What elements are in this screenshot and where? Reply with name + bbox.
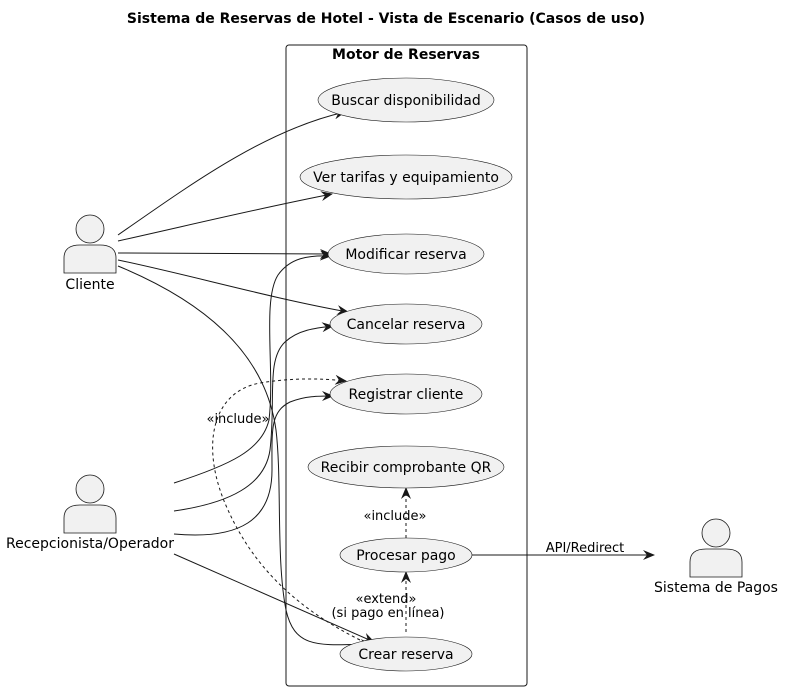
use-case-crear-label: Crear reserva: [358, 647, 453, 663]
system-boundary: [285, 44, 528, 687]
diagram-title: Sistema de Reservas de Hotel - Vista de …: [127, 11, 645, 27]
person-icon: [63, 474, 117, 534]
label-extend-condition: (si pago en línea): [331, 606, 444, 621]
use-case-modificar-label: Modificar reserva: [345, 247, 466, 263]
actor-cliente-label: Cliente: [65, 277, 114, 293]
label-extend-pago: «extend»: [356, 592, 417, 607]
use-case-buscar-label: Buscar disponibilidad: [331, 93, 480, 109]
actor-recepcionista-label: Recepcionista/Operador: [6, 536, 174, 552]
edge-cliente-buscar: [117, 109, 346, 236]
label-include-registrar: «include»: [206, 412, 269, 427]
use-case-qr-label: Recibir comprobante QR: [321, 460, 492, 476]
edge-cliente-tarifas: [117, 191, 333, 242]
edge-crear-include-registrar: [212, 374, 361, 641]
use-case-qr[interactable]: Recibir comprobante QR: [307, 445, 505, 489]
actor-recepcionista[interactable]: Recepcionista/Operador: [6, 474, 174, 552]
label-include-qr: «include»: [363, 509, 426, 524]
edge-recep-registrar: [173, 391, 334, 536]
use-case-registrar[interactable]: Registrar cliente: [329, 373, 483, 415]
edge-recep-crear: [173, 553, 375, 643]
use-case-registrar-label: Registrar cliente: [349, 387, 464, 403]
person-icon: [689, 518, 743, 578]
use-case-pago[interactable]: Procesar pago: [339, 537, 473, 573]
edge-cliente-modificar: [117, 248, 332, 259]
edge-recep-cancelar: [173, 322, 334, 512]
use-case-tarifas[interactable]: Ver tarifas y equipamiento: [299, 154, 513, 200]
actor-sistema-pagos-label: Sistema de Pagos: [654, 580, 778, 596]
use-case-cancelar-label: Cancelar reserva: [347, 317, 466, 333]
edge-cliente-crear: [117, 265, 373, 650]
person-icon: [63, 214, 117, 274]
use-case-pago-label: Procesar pago: [356, 548, 456, 564]
system-boundary-label: Motor de Reservas: [332, 47, 480, 63]
edges: [117, 109, 655, 650]
use-case-modificar[interactable]: Modificar reserva: [327, 233, 485, 275]
use-case-tarifas-label: Ver tarifas y equipamiento: [313, 170, 499, 186]
actor-sistema-pagos[interactable]: Sistema de Pagos: [654, 518, 778, 596]
use-case-buscar[interactable]: Buscar disponibilidad: [317, 77, 495, 123]
label-api-redirect: API/Redirect: [546, 541, 625, 556]
use-case-cancelar[interactable]: Cancelar reserva: [329, 303, 483, 345]
edge-recep-modificar: [173, 250, 332, 484]
actor-cliente[interactable]: Cliente: [63, 214, 117, 293]
edge-cliente-cancelar: [117, 259, 349, 315]
use-case-crear[interactable]: Crear reserva: [339, 636, 473, 672]
